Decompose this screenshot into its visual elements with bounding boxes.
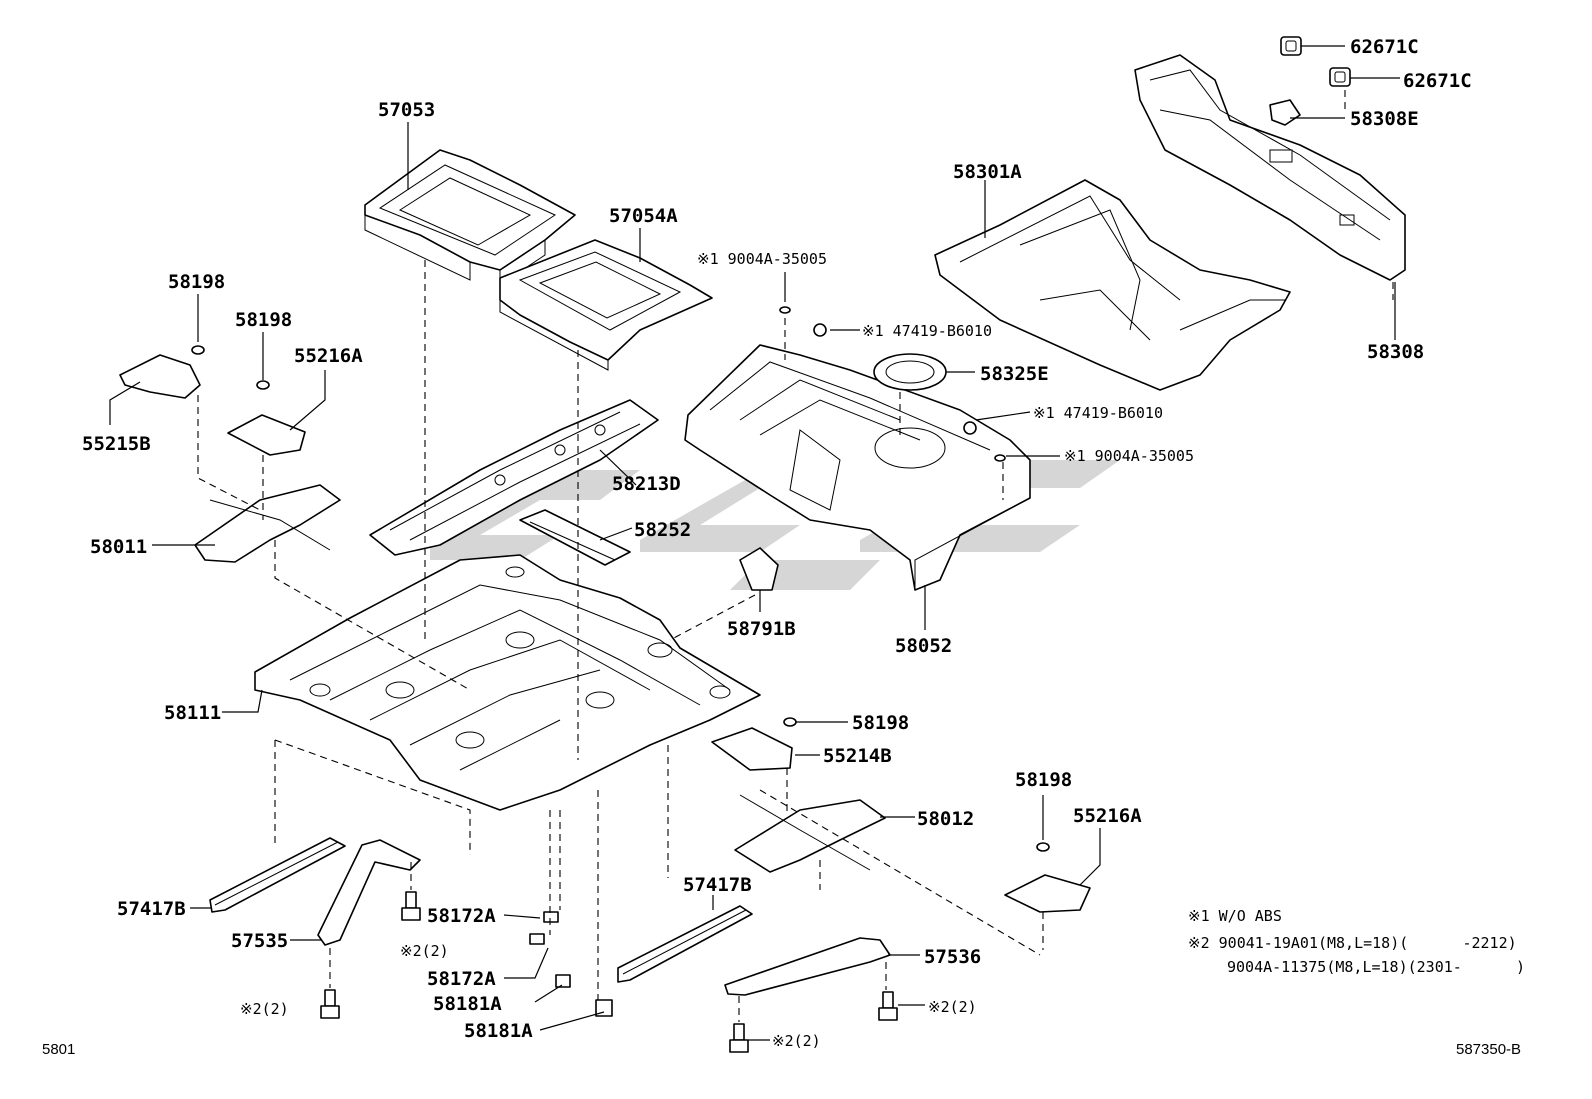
part-62671C-grommet-2 <box>1329 67 1351 87</box>
label-58111: 58111 <box>164 702 221 724</box>
label-58213D: 58213D <box>612 473 681 495</box>
label-58181A-a: 58181A <box>433 993 502 1015</box>
label-47419-B6010-b: ※1 47419-B6010 <box>1033 404 1163 422</box>
label-58791B: 58791B <box>727 618 796 640</box>
label-62671C-a: 62671C <box>1350 36 1419 58</box>
note-1: ※1 W/O ABS <box>1188 907 1282 925</box>
label-58308: 58308 <box>1367 341 1424 363</box>
part-58213D-tunnel <box>369 399 659 556</box>
assembly-lines <box>197 90 1394 1022</box>
label-bolt-d: ※2(2) <box>928 998 977 1016</box>
label-58301A: 58301A <box>953 161 1022 183</box>
label-47419-B6010-a: ※1 47419-B6010 <box>862 322 992 340</box>
label-57053: 57053 <box>378 99 435 121</box>
part-58325E-hole-plug <box>873 353 947 391</box>
label-57417B-b: 57417B <box>683 874 752 896</box>
part-58172A-bracket-1 <box>543 911 559 923</box>
label-58325E: 58325E <box>980 363 1049 385</box>
part-58181A-bracket-2 <box>595 999 613 1017</box>
clip-icon-9004A-b <box>994 454 1006 462</box>
label-55216A-a: 55216A <box>294 345 363 367</box>
bolt-icon-1 <box>401 891 421 921</box>
part-58308-rear-panel <box>1134 54 1406 281</box>
part-58198-clip-2 <box>256 380 270 390</box>
label-58181A-b: 58181A <box>464 1020 533 1042</box>
bolt-icon-3 <box>729 1023 749 1053</box>
part-57417B-rail-left <box>209 837 346 913</box>
note-2b: 9004A-11375(M8,L=18)(2301- ) <box>1227 958 1525 976</box>
label-bolt-a: ※2(2) <box>400 942 449 960</box>
label-58198-b: 58198 <box>235 309 292 331</box>
part-58012-side-member-right <box>734 794 886 873</box>
label-9004A-35005-a: ※1 9004A-35005 <box>697 250 827 268</box>
label-bolt-c: ※2(2) <box>772 1032 821 1050</box>
part-58198-clip-3 <box>783 717 797 727</box>
part-62671C-grommet-1 <box>1280 36 1302 56</box>
label-57054A: 57054A <box>609 205 678 227</box>
nut-icon-47419-b <box>963 421 977 435</box>
label-bolt-b: ※2(2) <box>240 1000 289 1018</box>
part-55216A-cover-right <box>1004 874 1091 913</box>
part-58301A-rear-floor-pan <box>934 179 1291 391</box>
part-58111-front-floor-pan <box>254 554 761 811</box>
note-2a: ※2 90041-19A01(M8,L=18)( -2212) <box>1188 934 1517 952</box>
label-58012: 58012 <box>917 808 974 830</box>
bolt-icon-2 <box>320 989 340 1019</box>
part-58052-rear-floor <box>684 344 1031 591</box>
bolt-icon-4 <box>878 991 898 1021</box>
label-55215B: 55215B <box>82 433 151 455</box>
leader-lines <box>109 45 1400 1041</box>
part-55216A-cover-left <box>227 414 306 456</box>
label-57535: 57535 <box>231 930 288 952</box>
part-55214B-cover <box>711 727 793 771</box>
label-9004A-35005-b: ※1 9004A-35005 <box>1064 447 1194 465</box>
part-55215B-cover <box>119 354 201 399</box>
label-55214B: 55214B <box>823 745 892 767</box>
label-58172A-b: 58172A <box>427 968 496 990</box>
part-58252-bracket <box>519 509 631 566</box>
part-57536-brace <box>724 937 891 996</box>
label-58252: 58252 <box>634 519 691 541</box>
part-58198-clip-1 <box>191 345 205 355</box>
label-55216A-b: 55216A <box>1073 805 1142 827</box>
diagram-id-left: 5801 <box>42 1041 75 1058</box>
part-57054A-seat-frame <box>499 239 713 371</box>
clip-icon-9004A-a <box>779 306 791 314</box>
part-58791B-bracket <box>739 547 779 591</box>
label-57417B-a: 57417B <box>117 898 186 920</box>
nut-icon-47419-a <box>813 323 827 337</box>
part-57053-seat-frame <box>364 149 576 286</box>
part-58011-side-member-left <box>194 484 341 563</box>
part-57417B-rail-right <box>617 905 753 983</box>
label-58172A-a: 58172A <box>427 905 496 927</box>
diagram-id-right: 587350-B <box>1456 1041 1521 1058</box>
label-58052: 58052 <box>895 635 952 657</box>
part-58172A-bracket-2 <box>529 933 545 945</box>
label-58198-d: 58198 <box>1015 769 1072 791</box>
label-58308E: 58308E <box>1350 108 1419 130</box>
label-57536: 57536 <box>924 946 981 968</box>
part-57535-brace <box>317 839 421 946</box>
label-58198-a: 58198 <box>168 271 225 293</box>
label-62671C-b: 62671C <box>1403 70 1472 92</box>
label-58011: 58011 <box>90 536 147 558</box>
part-58181A-bracket-1 <box>555 974 571 988</box>
part-58198-clip-4 <box>1036 842 1050 852</box>
label-58198-c: 58198 <box>852 712 909 734</box>
part-58308E-bracket <box>1269 99 1301 126</box>
